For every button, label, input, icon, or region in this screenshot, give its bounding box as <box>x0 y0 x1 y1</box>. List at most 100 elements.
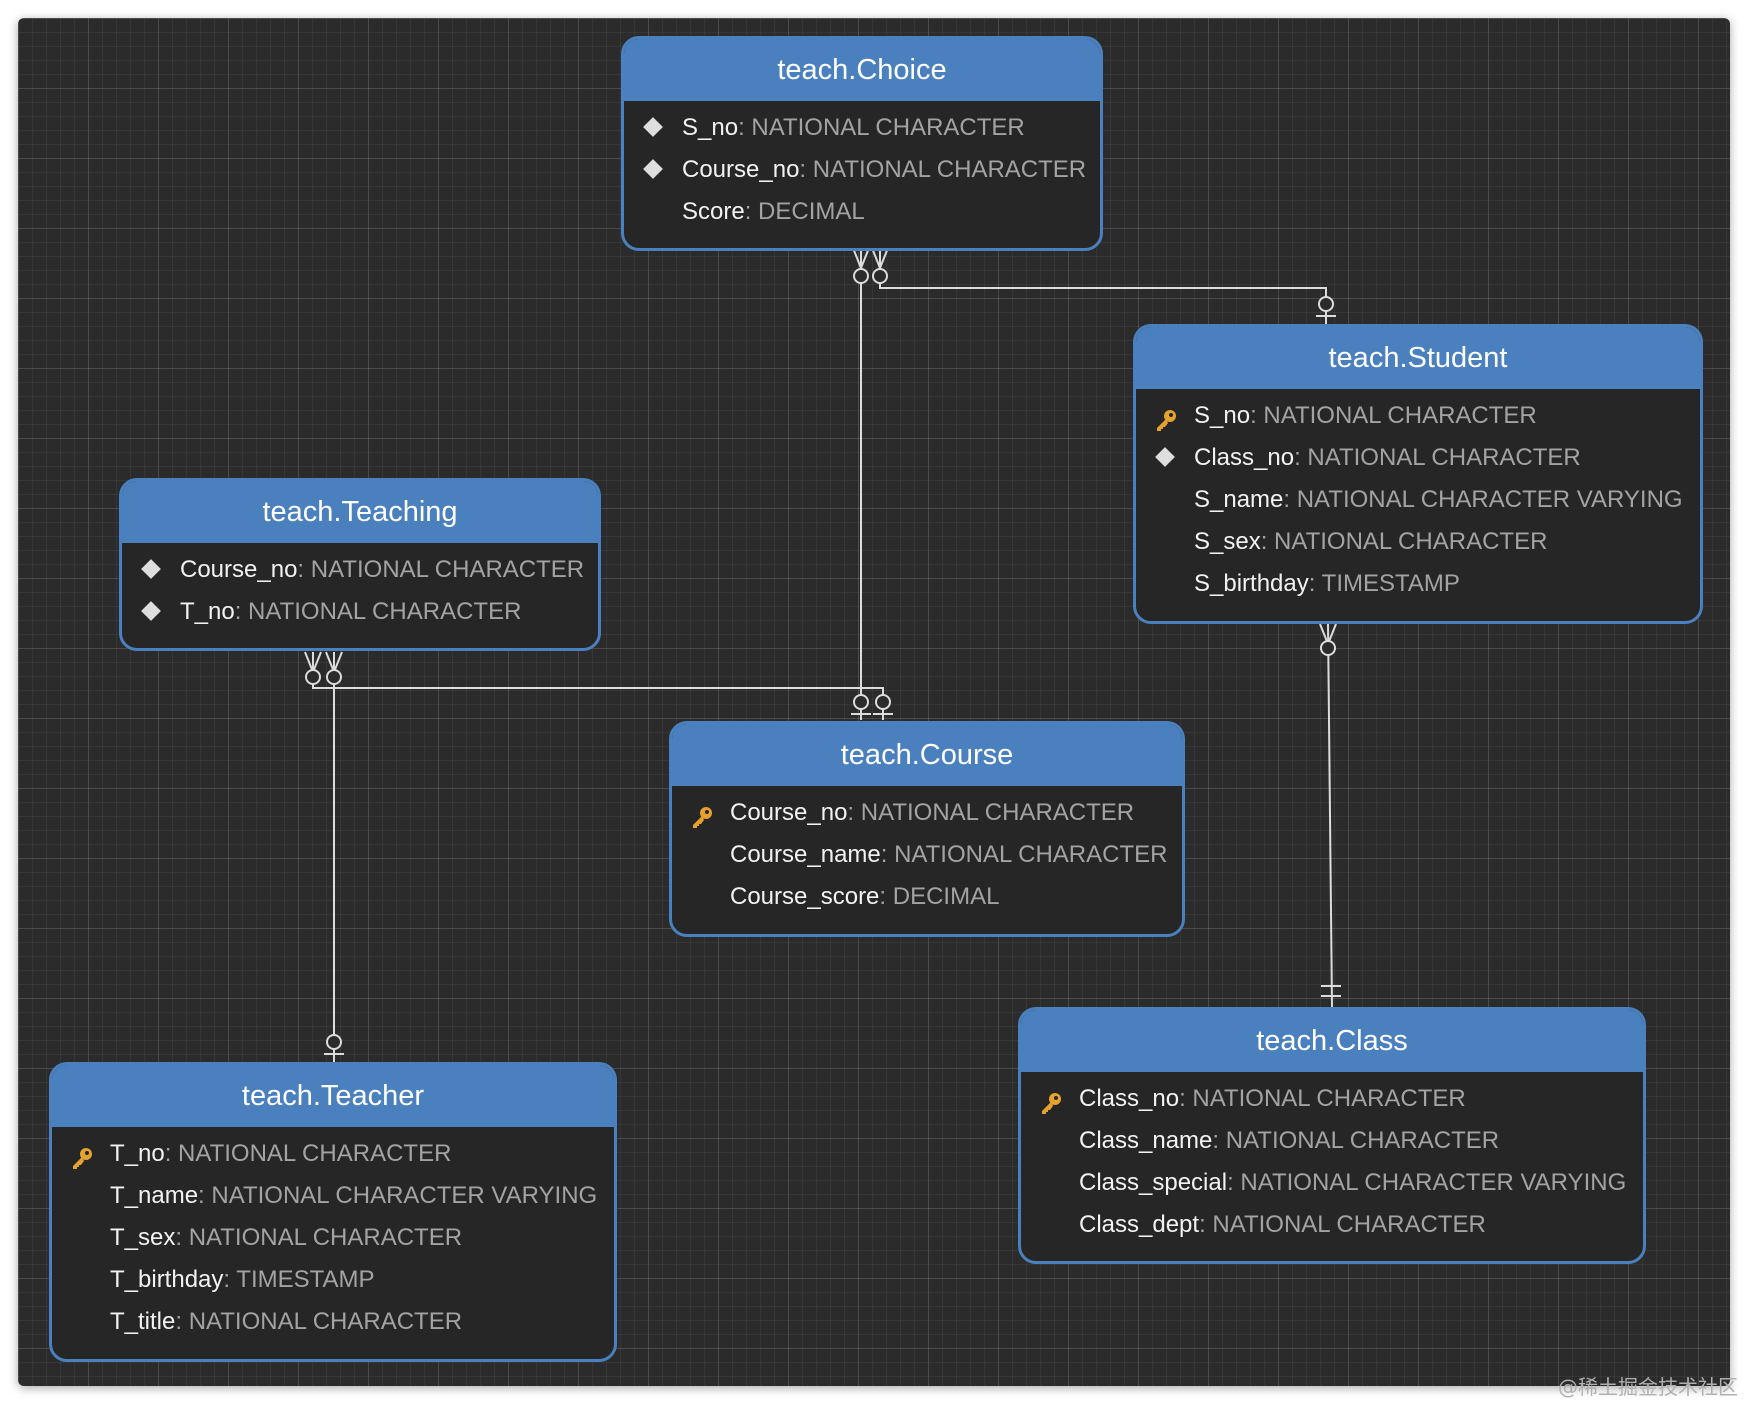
field-type: : TIMESTAMP <box>223 1266 375 1293</box>
diamond-icon <box>643 117 663 137</box>
watermark: @稀土掘金技术社区 <box>1558 1375 1738 1399</box>
key-icon <box>690 801 714 828</box>
entity-title: teach.Teaching <box>122 481 598 543</box>
field-type: : NATIONAL CHARACTER <box>1179 1085 1466 1112</box>
field-row[interactable]: Score: DECIMAL <box>624 191 1100 233</box>
field-name: Course_score <box>730 883 880 910</box>
field-type: : NATIONAL CHARACTER VARYING <box>1283 486 1683 513</box>
field-name: T_sex <box>110 1224 176 1251</box>
field-row[interactable]: Course_no: NATIONAL CHARACTER <box>672 792 1182 834</box>
key-icon <box>70 1142 94 1169</box>
field-type: : DECIMAL <box>744 198 865 225</box>
field-name: Class_no <box>1079 1085 1180 1112</box>
field-row[interactable]: Course_no: NATIONAL CHARACTER <box>624 149 1100 191</box>
field-row[interactable]: Course_score: DECIMAL <box>672 876 1182 918</box>
field-row[interactable]: S_name: NATIONAL CHARACTER VARYING <box>1136 479 1700 521</box>
field-type: : NATIONAL CHARACTER <box>175 1224 463 1251</box>
field-name: Course_no <box>180 556 298 583</box>
field-type: : NATIONAL CHARACTER <box>164 1140 452 1167</box>
field-type: : NATIONAL CHARACTER <box>799 156 1087 183</box>
relationship-choice-course[interactable] <box>851 247 871 720</box>
field-row[interactable]: Course_name: NATIONAL CHARACTER <box>672 834 1182 876</box>
field-row[interactable]: T_no: NATIONAL CHARACTER <box>122 591 598 633</box>
field-name: S_name <box>1194 486 1284 513</box>
field-name: T_name <box>110 1182 199 1209</box>
field-name: T_title <box>110 1308 176 1335</box>
field-name: T_no <box>180 598 235 625</box>
field-type: : NATIONAL CHARACTER <box>1212 1127 1500 1154</box>
entity-title: teach.Course <box>672 724 1182 786</box>
field-name: Course_no <box>682 156 800 183</box>
field-type: : NATIONAL CHARACTER <box>1250 402 1537 429</box>
field-name: S_sex <box>1194 528 1261 555</box>
field-name: Course_no <box>730 799 848 826</box>
field-type: : DECIMAL <box>879 883 1000 910</box>
key-icon <box>1039 1087 1063 1114</box>
relationship-student-class[interactable] <box>1319 623 1341 1008</box>
diamond-icon <box>141 601 161 621</box>
diamond-icon <box>643 159 663 179</box>
field-type: : NATIONAL CHARACTER <box>1199 1211 1486 1238</box>
field-row[interactable]: S_no: NATIONAL CHARACTER <box>624 107 1100 149</box>
field-type: : NATIONAL CHARACTER VARYING <box>1227 1169 1627 1196</box>
field-row[interactable]: Class_no: NATIONAL CHARACTER <box>1136 437 1700 479</box>
field-type: : TIMESTAMP <box>1308 570 1460 597</box>
field-name: Score <box>682 198 745 225</box>
field-type: : NATIONAL CHARACTER <box>738 114 1025 141</box>
entity-title: teach.Class <box>1021 1010 1643 1072</box>
entity-title: teach.Student <box>1136 327 1700 389</box>
field-type: : NATIONAL CHARACTER <box>297 556 585 583</box>
key-icon <box>1154 404 1178 431</box>
field-type: : NATIONAL CHARACTER <box>234 598 522 625</box>
field-row[interactable]: T_name: NATIONAL CHARACTER VARYING <box>52 1175 614 1217</box>
field-name: Course_name <box>730 841 881 868</box>
field-name: Class_special <box>1079 1169 1228 1196</box>
field-type: : NATIONAL CHARACTER <box>175 1308 463 1335</box>
field-row[interactable]: S_birthday: TIMESTAMP <box>1136 563 1700 605</box>
field-name: Class_name <box>1079 1127 1213 1154</box>
field-name: T_no <box>110 1140 165 1167</box>
field-row[interactable]: S_no: NATIONAL CHARACTER <box>1136 395 1700 437</box>
entity-title: teach.Choice <box>624 39 1100 101</box>
field-row[interactable]: Course_no: NATIONAL CHARACTER <box>122 549 598 591</box>
entity-title: teach.Teacher <box>52 1065 614 1127</box>
diamond-icon <box>1155 447 1175 467</box>
field-type: : NATIONAL CHARACTER <box>847 799 1135 826</box>
field-name: T_birthday <box>110 1266 224 1293</box>
field-type: : NATIONAL CHARACTER <box>1294 444 1581 471</box>
field-row[interactable]: T_birthday: TIMESTAMP <box>52 1259 614 1301</box>
field-row[interactable]: T_sex: NATIONAL CHARACTER <box>52 1217 614 1259</box>
field-name: Class_no <box>1194 444 1295 471</box>
field-name: S_no <box>682 114 739 141</box>
field-name: S_no <box>1194 402 1251 429</box>
field-row[interactable]: Class_special: NATIONAL CHARACTER VARYIN… <box>1021 1162 1643 1204</box>
field-type: : NATIONAL CHARACTER <box>1260 528 1548 555</box>
field-type: : NATIONAL CHARACTER VARYING <box>198 1182 598 1209</box>
field-row[interactable]: Class_name: NATIONAL CHARACTER <box>1021 1120 1643 1162</box>
relationship-teaching-teacher[interactable] <box>324 651 344 1062</box>
field-row[interactable]: Class_no: NATIONAL CHARACTER <box>1021 1078 1643 1120</box>
field-row[interactable]: Class_dept: NATIONAL CHARACTER <box>1021 1204 1643 1246</box>
field-name: S_birthday <box>1194 570 1309 597</box>
diamond-icon <box>141 559 161 579</box>
field-row[interactable]: T_no: NATIONAL CHARACTER <box>52 1133 614 1175</box>
relationship-choice-student[interactable] <box>871 247 1336 325</box>
field-row[interactable]: S_sex: NATIONAL CHARACTER <box>1136 521 1700 563</box>
relationship-teaching-course[interactable] <box>304 651 893 720</box>
field-type: : NATIONAL CHARACTER <box>880 841 1168 868</box>
field-row[interactable]: T_title: NATIONAL CHARACTER <box>52 1301 614 1343</box>
field-name: Class_dept <box>1079 1211 1200 1238</box>
